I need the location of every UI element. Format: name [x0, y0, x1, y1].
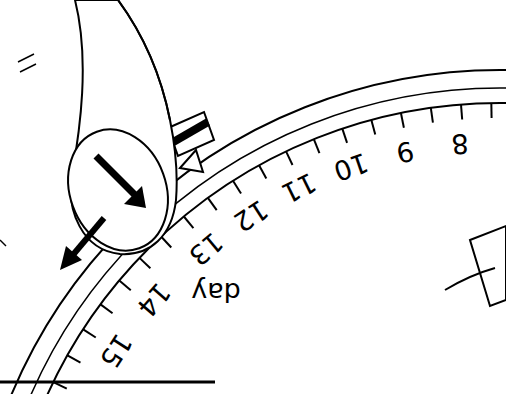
- scale-number: 15: [95, 329, 136, 373]
- scale-number: 10: [330, 149, 371, 186]
- tick: [401, 113, 404, 128]
- edge-mark: [0, 240, 6, 246]
- scale-number: 11: [278, 169, 321, 208]
- scale-number: 9: [394, 137, 416, 167]
- tick: [83, 329, 96, 337]
- push-arrow-shaft: [96, 156, 136, 196]
- base-rule: [0, 381, 215, 384]
- date-window: [470, 226, 506, 306]
- tick: [490, 103, 492, 118]
- tick: [461, 105, 462, 120]
- finger-edge: [118, 0, 170, 120]
- turn-arrow-head: [60, 246, 82, 270]
- tick: [342, 129, 347, 143]
- tick: [233, 181, 241, 194]
- tick: [100, 304, 112, 313]
- bezel-outer: [0, 70, 506, 394]
- tick: [371, 120, 375, 134]
- dial-edge: [3, 103, 506, 394]
- push-arrow-head: [124, 186, 146, 208]
- fingernail: [52, 115, 185, 264]
- tick: [286, 151, 292, 165]
- tick: [184, 217, 194, 229]
- motion-marks: [18, 54, 36, 72]
- tick: [431, 108, 433, 123]
- scale-number: 8: [450, 130, 469, 158]
- tick: [119, 281, 130, 291]
- window-edge: [445, 268, 495, 290]
- scale-number: 14: [133, 278, 176, 322]
- scale-number: 12: [229, 195, 273, 236]
- tick: [67, 355, 80, 362]
- index-pointer: [180, 150, 203, 172]
- dial-word: day: [191, 279, 241, 306]
- tick: [314, 139, 320, 153]
- scale-number: 13: [184, 228, 228, 271]
- tick: [208, 198, 217, 210]
- tick: [161, 237, 171, 248]
- tick: [139, 258, 150, 268]
- bezel-inner: [0, 88, 506, 394]
- turn-arrow-shaft: [72, 218, 104, 256]
- tick: [259, 165, 266, 178]
